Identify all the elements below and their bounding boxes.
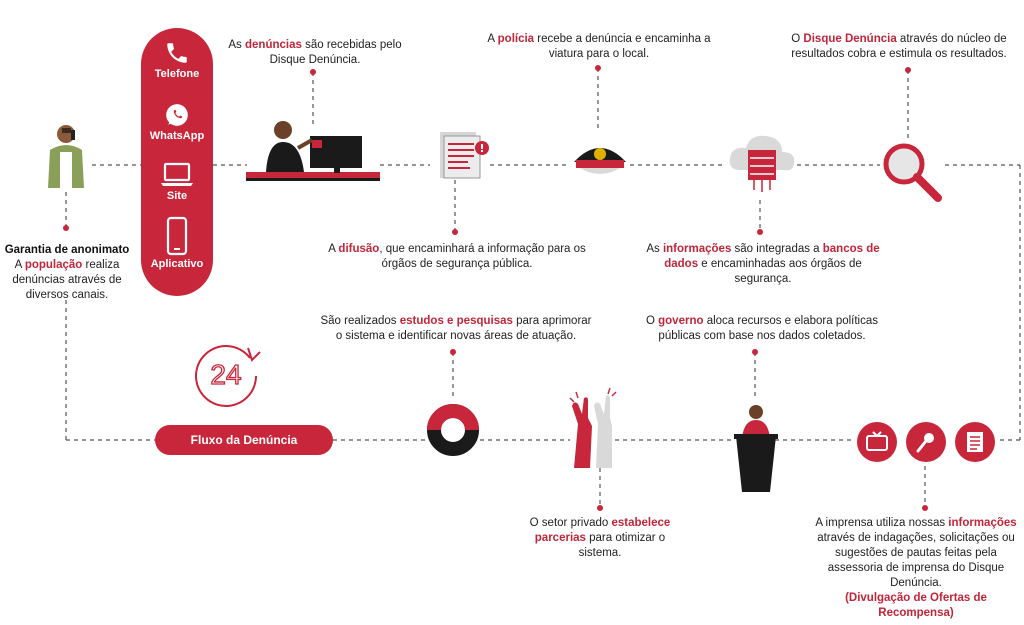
- government-post: aloca recursos e elabora políticas públi…: [658, 315, 879, 342]
- police-pre: A: [487, 33, 498, 45]
- whatsapp-icon: [166, 104, 188, 126]
- channels-panel: Telefone WhatsApp Site Aplicativo: [141, 28, 213, 296]
- smartphone-icon: [166, 216, 188, 256]
- received-text: As denúncias são recebidas pelo Disque D…: [220, 38, 410, 68]
- channel-app-label: Aplicativo: [150, 258, 204, 270]
- databases-post: e encaminhadas aos órgãos de segurança.: [698, 258, 862, 285]
- press-text: A imprensa utiliza nossas informações at…: [808, 516, 1024, 621]
- podium-speaker-icon: [734, 405, 778, 492]
- channel-phone-label: Telefone: [154, 68, 200, 80]
- police-cap-icon: [574, 148, 626, 174]
- received-post: são recebidas pelo Disque Denúncia.: [269, 39, 402, 66]
- donut-chart-icon: [427, 404, 479, 456]
- received-pre: As: [228, 39, 245, 51]
- anonymity-highlight: população: [24, 259, 83, 271]
- anonymity-post: realiza denúncias através de diversos ca…: [12, 259, 122, 301]
- clock-24h-icon: 24: [195, 345, 261, 407]
- clock-24-label: 24: [210, 359, 241, 390]
- channel-site[interactable]: Site: [141, 162, 213, 202]
- diffusion-text: A difusão, que encaminhará a informação …: [328, 242, 586, 272]
- high-five-icon: [569, 387, 617, 468]
- private-post: para otimizar o sistema.: [578, 532, 666, 559]
- laptop-icon: [161, 162, 193, 186]
- private-sector-text: O setor privado estabelece parcerias par…: [520, 516, 680, 561]
- person-calling-icon: [48, 125, 84, 188]
- results-post: através do núcleo de resultados cobra e …: [791, 33, 1007, 60]
- results-pre: O: [791, 33, 804, 45]
- police-highlight: polícia: [497, 33, 535, 45]
- press-note: (Divulgação de Ofertas de Recompensa): [845, 592, 987, 619]
- databases-pre: As: [646, 243, 663, 255]
- government-pre: O: [645, 315, 659, 327]
- document-icon: [440, 132, 489, 179]
- database-cloud-icon: [729, 135, 795, 192]
- channel-whatsapp-label: WhatsApp: [149, 130, 205, 142]
- channel-site-label: Site: [166, 190, 188, 202]
- microphone-icon: [916, 433, 934, 453]
- private-pre: O setor privado: [529, 517, 612, 529]
- received-highlight: denúncias: [245, 39, 302, 51]
- tv-icon: [866, 431, 888, 451]
- channel-whatsapp[interactable]: WhatsApp: [141, 102, 213, 142]
- press-post: através de indagações, solicitações ou s…: [817, 532, 1015, 589]
- channel-app[interactable]: Aplicativo: [141, 216, 213, 270]
- databases-highlight-1: informações: [662, 243, 732, 255]
- police-post: recebe a denúncia e encaminha a viatura …: [534, 33, 711, 60]
- studies-post: para aprimorar o sistema e identificar n…: [335, 315, 592, 342]
- government-text: O governo aloca recursos e elabora polít…: [636, 314, 888, 344]
- databases-text: As informações são integradas a bancos d…: [638, 242, 888, 287]
- call-center-operator-icon: [246, 121, 380, 181]
- government-highlight: governo: [658, 315, 704, 327]
- flow-label-badge: Fluxo da Denúncia: [155, 425, 333, 455]
- microphone-badge: [906, 422, 946, 462]
- databases-highlight-2: bancos de dados: [664, 243, 880, 270]
- studies-pre: São realizados: [320, 315, 400, 327]
- diffusion-pre: A: [328, 243, 339, 255]
- databases-mid: são integradas a: [731, 243, 823, 255]
- newspaper-badge: [955, 422, 995, 462]
- magnifier-icon: [883, 143, 942, 202]
- phone-icon: [167, 43, 187, 63]
- police-text: A polícia recebe a denúncia e encaminha …: [484, 32, 714, 62]
- results-text: O Disque Denúncia através do núcleo de r…: [776, 32, 1022, 62]
- press-highlight: informações: [948, 517, 1017, 529]
- anonymity-title: Garantia de anonimato: [4, 244, 130, 256]
- studies-text: São realizados estudos e pesquisas para …: [318, 314, 594, 344]
- press-pre: A imprensa utiliza nossas: [815, 517, 949, 529]
- channel-phone[interactable]: Telefone: [141, 40, 213, 80]
- diffusion-highlight: difusão: [338, 243, 380, 255]
- private-highlight: estabelece parcerias: [534, 517, 671, 544]
- diffusion-post: , que encaminhará a informação para os ó…: [379, 243, 586, 270]
- anonymity-text: Garantia de anonimato A população realiz…: [0, 243, 134, 303]
- results-highlight: Disque Denúncia: [803, 33, 897, 45]
- newspaper-icon: [967, 432, 983, 452]
- tv-badge: [857, 422, 897, 462]
- studies-highlight: estudos e pesquisas: [399, 315, 513, 327]
- anonymity-pre: A: [14, 259, 25, 271]
